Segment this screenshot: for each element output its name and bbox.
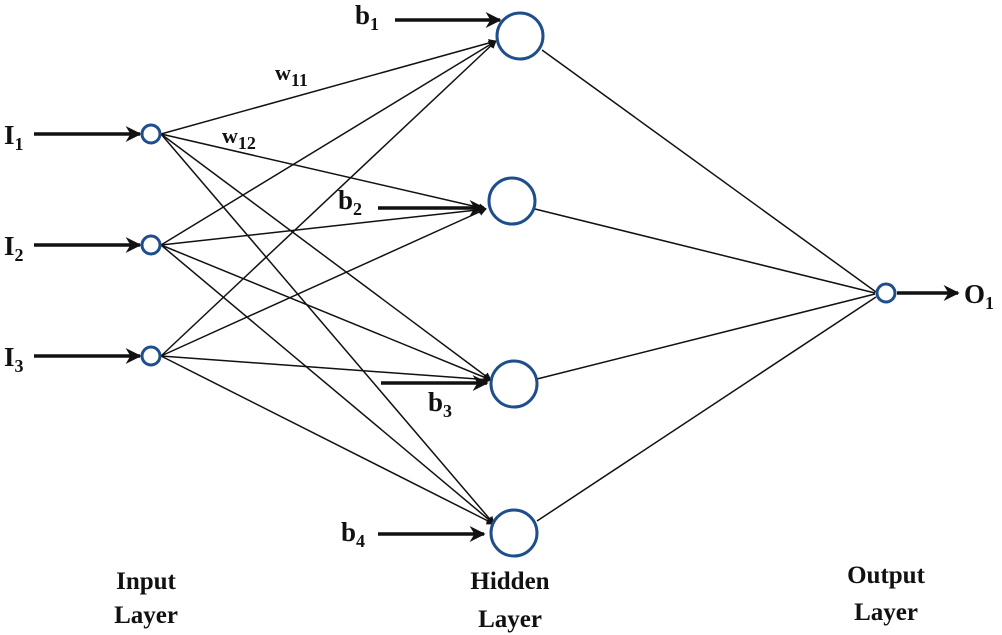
hidden-node-4 (489, 508, 539, 558)
input-hidden-connections (160, 39, 497, 525)
conn-h2-o1 (534, 208, 876, 294)
input-layer-caption-line1: Input (116, 568, 176, 595)
weight-label-w11: w11 (275, 60, 308, 90)
conn-h3-o1 (536, 293, 876, 380)
input-label-2: I2 (4, 231, 24, 265)
input-label-1: I1 (4, 120, 24, 154)
hidden-layer-caption-line2: Layer (478, 606, 542, 633)
output-layer-caption-line1: Output (847, 562, 925, 589)
output-label: O1 (964, 279, 994, 313)
hidden-layer-caption-line1: Hidden (470, 568, 549, 595)
hidden-node-2 (487, 176, 537, 226)
hidden-node-3 (489, 359, 539, 409)
conn-i3-h1 (160, 40, 497, 357)
conn-i2-h3 (160, 244, 492, 381)
input-label-3: I3 (4, 342, 24, 376)
output-layer-caption-line2: Layer (854, 599, 918, 626)
input-node-2 (140, 234, 162, 256)
input-nodes (140, 123, 162, 367)
bias-label-2: b2 (338, 185, 362, 219)
input-node-3 (140, 345, 162, 367)
conn-i1-h1 (160, 39, 497, 135)
hidden-output-connections (534, 49, 877, 522)
conn-i1-h3 (160, 133, 492, 381)
hidden-node-1 (495, 11, 545, 61)
hidden-nodes (487, 11, 545, 558)
conn-i1-h4 (160, 133, 495, 525)
bias-label-1: b1 (355, 0, 379, 34)
conn-i2-h4 (160, 244, 495, 525)
conn-i2-h1 (160, 40, 497, 246)
input-node-1 (140, 123, 162, 145)
conn-i3-h2 (160, 208, 487, 357)
input-arrows (34, 126, 142, 364)
output-node (875, 282, 897, 304)
conn-h4-o1 (536, 296, 877, 522)
conn-i3-h3 (160, 355, 492, 384)
input-layer-caption-line2: Layer (114, 602, 178, 629)
bias-arrows (378, 12, 502, 542)
conn-i2-h2 (160, 205, 487, 246)
conn-i1-h2 (160, 133, 487, 212)
conn-i3-h4 (160, 355, 495, 525)
conn-h1-o1 (541, 49, 877, 293)
bias-label-3: b3 (428, 387, 452, 421)
weight-label-w12: w12 (222, 123, 256, 153)
bias-label-4: b4 (341, 517, 365, 551)
